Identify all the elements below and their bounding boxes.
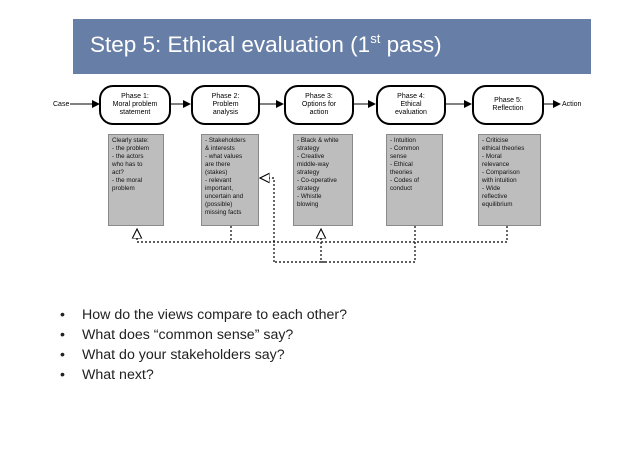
action-label: Action [562, 101, 582, 108]
phase-2-box: Phase 2: Problem analysis [191, 85, 260, 125]
bullet-text: What next? [82, 367, 154, 383]
bullet-list: • How do the views compare to each other?… [60, 305, 347, 385]
phase-1-box: Phase 1: Moral problem statement [99, 85, 171, 125]
phase-1-line3: statement [120, 109, 151, 116]
phase-1-notes: Clearly state: - the problem - the actor… [108, 134, 164, 226]
title-bar: Step 5: Ethical evaluation (1st pass) [73, 19, 591, 74]
slide-title: Step 5: Ethical evaluation (1st pass) [90, 31, 442, 58]
bullet-dot: • [60, 307, 65, 323]
feedback-lines [137, 178, 508, 263]
bullet-dot: • [60, 327, 65, 343]
title-main: Step 5: Ethical evaluation (1 [90, 32, 371, 57]
phase-5-box: Phase 5: Reflection [472, 85, 544, 125]
bullet-dot: • [60, 347, 65, 363]
phase-2-notes: - Stakeholders & interests - what values… [201, 134, 259, 226]
phase-1-line1: Phase 1: [121, 93, 149, 100]
title-superscript: st [370, 31, 381, 46]
bullet-text: What does “common sense” say? [82, 327, 294, 343]
phase-4-box: Phase 4: Ethical evaluation [376, 85, 446, 125]
phase-4-line1: Phase 4: [397, 93, 425, 100]
title-end: pass) [380, 32, 442, 57]
phase-4-notes: - Intuition - Common sense - Ethical the… [386, 134, 443, 226]
phase-5-notes: - Criticise ethical theories - Moral rel… [478, 134, 541, 226]
phase-5-line1: Phase 5: [494, 97, 522, 104]
phase-3-line1: Phase 3: [305, 93, 333, 100]
bullet-text: How do the views compare to each other? [82, 307, 347, 323]
bullet-text: What do your stakeholders say? [82, 347, 285, 363]
phase-4-line3: evaluation [395, 109, 427, 116]
phase-1-line2: Moral problem [113, 101, 158, 108]
phase-3-line3: action [310, 109, 329, 116]
bullet-item: • What do your stakeholders say? [60, 345, 347, 365]
phase-3-line2: Options for [302, 101, 337, 108]
bullet-item: • How do the views compare to each other? [60, 305, 347, 325]
case-label: Case [53, 101, 69, 108]
bullet-item: • What next? [60, 365, 347, 385]
phase-2-line3: analysis [213, 109, 239, 116]
phase-5-line2: Reflection [492, 105, 523, 112]
bullet-dot: • [60, 367, 65, 383]
phase-3-box: Phase 3: Options for action [284, 85, 354, 125]
phase-2-line1: Phase 2: [212, 93, 240, 100]
process-diagram: Case Phase 1: Moral problem statement Ph… [53, 85, 582, 263]
phase-2-line2: Problem [212, 101, 238, 108]
bullet-item: • What does “common sense” say? [60, 325, 347, 345]
phase-3-notes: - Black & white strategy - Creative midd… [293, 134, 353, 226]
phase-4-line2: Ethical [400, 101, 421, 108]
